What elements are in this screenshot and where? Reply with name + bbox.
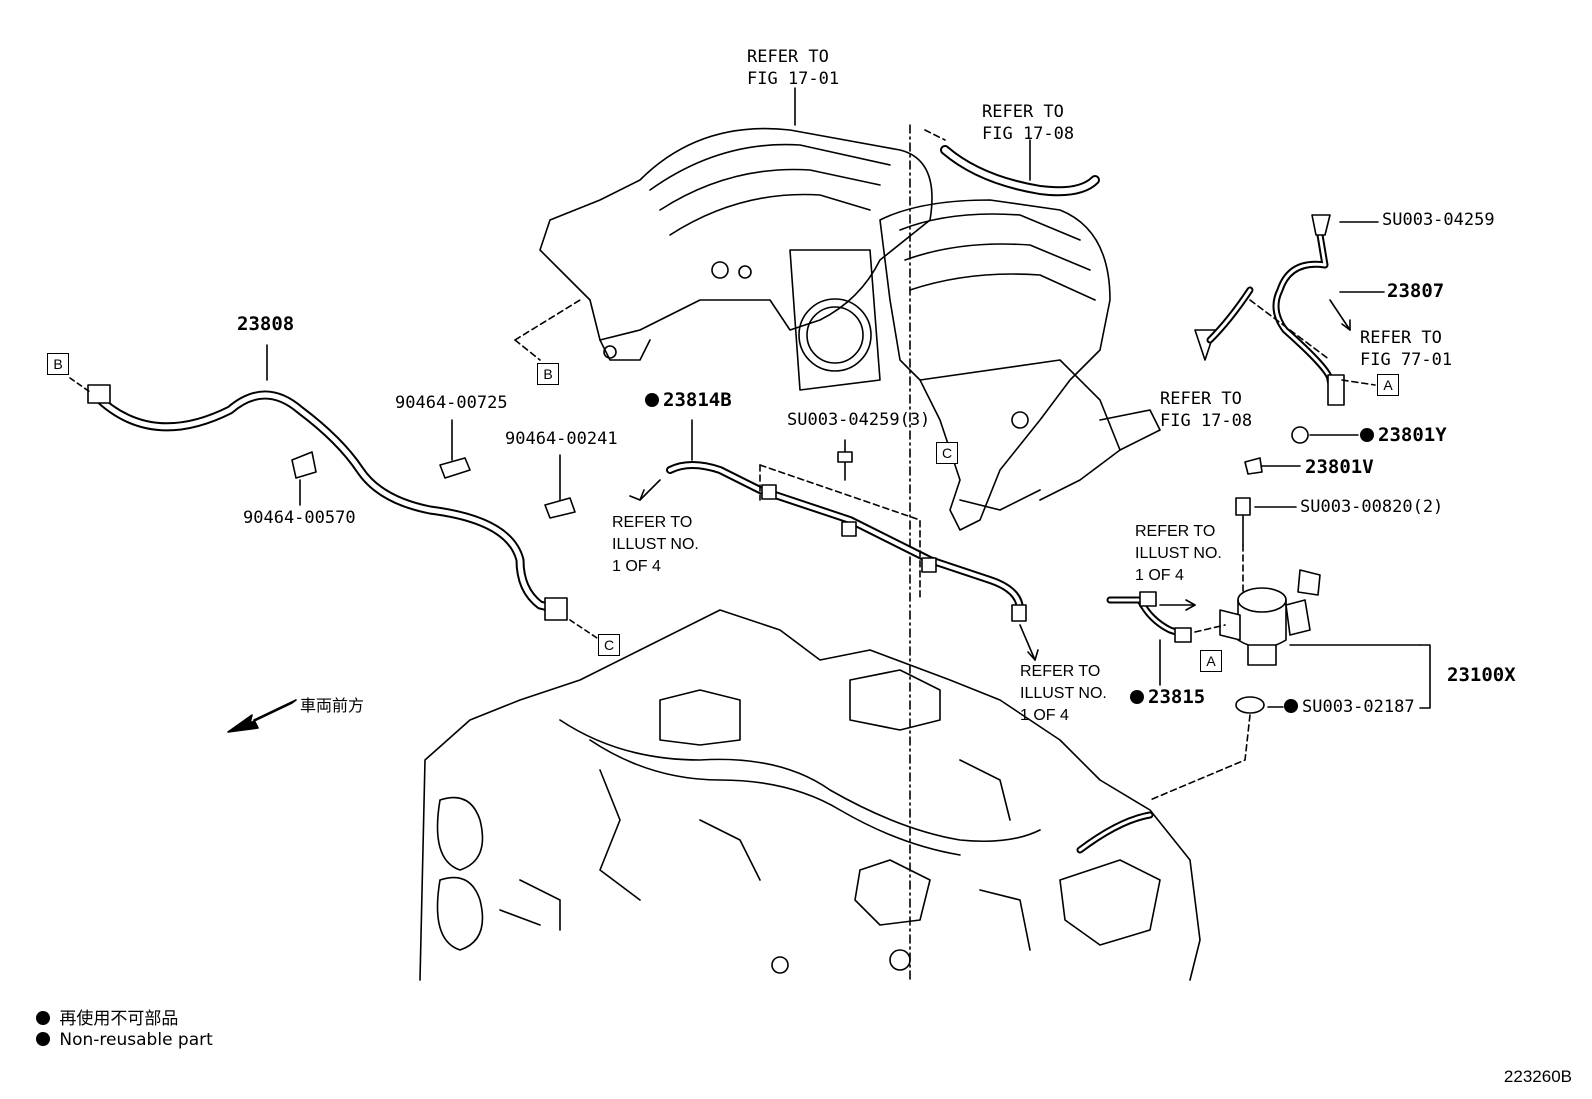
part-90464-00570-label: 90464-00570 <box>243 508 356 528</box>
figure-number: 223260B <box>1503 1067 1572 1086</box>
non-reusable-dot-icon <box>1360 428 1374 442</box>
callout-c-manifold: C <box>936 442 958 464</box>
fuel-line-23814b-drawing <box>629 419 1039 661</box>
legend-en-text: Non-reusable part <box>59 1030 213 1050</box>
legend-jp-text: 再使用不可部品 <box>59 1009 179 1029</box>
part-23815-label: 23815 <box>1130 686 1205 708</box>
callout-b-manifold: B <box>537 363 559 385</box>
non-reusable-dot-icon <box>36 1011 50 1025</box>
refer-illust-right-label: REFER TO ILLUST NO. 1 OF 4 <box>1135 523 1222 584</box>
part-23807-label: 23807 <box>1387 280 1445 302</box>
callout-a-upper: A <box>1377 374 1399 396</box>
engine-block-drawing <box>419 609 1201 981</box>
callout-a-lower: A <box>1200 650 1222 672</box>
non-reusable-dot-icon <box>645 393 659 407</box>
callout-c-harness: C <box>598 634 620 656</box>
part-90464-00725-label: 90464-00725 <box>395 393 508 413</box>
refer-fig-17-08-top-label: REFER TO FIG 17-08 <box>982 102 1075 144</box>
part-23100x-label: 23100X <box>1447 664 1516 686</box>
part-su003-02187-label: SU003-02187 <box>1284 696 1415 718</box>
part-23815-text: 23815 <box>1148 686 1206 708</box>
part-23814b-label: 23814B <box>645 389 732 411</box>
intake-manifold-drawing <box>539 127 1161 531</box>
part-su003-00820-2-label: SU003-00820(2) <box>1300 497 1444 517</box>
pipe-23807-drawing <box>1194 214 1385 406</box>
front-direction-label: 車両前方 <box>300 698 365 715</box>
refer-fig-77-01-label: REFER TO FIG 77-01 <box>1360 328 1453 370</box>
part-90464-00241-label: 90464-00241 <box>505 429 618 449</box>
part-23801v-label: 23801V <box>1305 456 1374 478</box>
callout-b-left: B <box>47 353 69 375</box>
legend-en: Non-reusable part <box>36 1030 213 1050</box>
non-reusable-dot-icon <box>36 1032 50 1046</box>
refer-fig-17-08-mid-label: REFER TO FIG 17-08 <box>1160 389 1253 431</box>
part-su003-04259-label: SU003-04259 <box>1382 210 1495 230</box>
part-23801y-text: 23801Y <box>1378 424 1447 446</box>
part-su003-02187-text: SU003-02187 <box>1302 697 1415 717</box>
fuel-pump-23100x-drawing <box>1149 569 1431 801</box>
legend-jp: 再使用不可部品 <box>36 1004 178 1029</box>
front-direction-arrow <box>227 699 297 733</box>
part-23801y-label: 23801Y <box>1360 424 1447 446</box>
refer-illust-bottom-label: REFER TO ILLUST NO. 1 OF 4 <box>1020 663 1107 724</box>
non-reusable-dot-icon <box>1284 699 1298 713</box>
non-reusable-dot-icon <box>1130 690 1144 704</box>
refer-fig-17-01-label: REFER TO FIG 17-01 <box>747 47 840 89</box>
part-su003-04259-3-label: SU003-04259(3) <box>787 410 931 430</box>
refer-illust-left-label: REFER TO ILLUST NO. 1 OF 4 <box>612 514 699 575</box>
part-23808-label: 23808 <box>237 313 295 335</box>
part-23814b-text: 23814B <box>663 389 732 411</box>
harness-23808-drawing <box>69 344 601 641</box>
